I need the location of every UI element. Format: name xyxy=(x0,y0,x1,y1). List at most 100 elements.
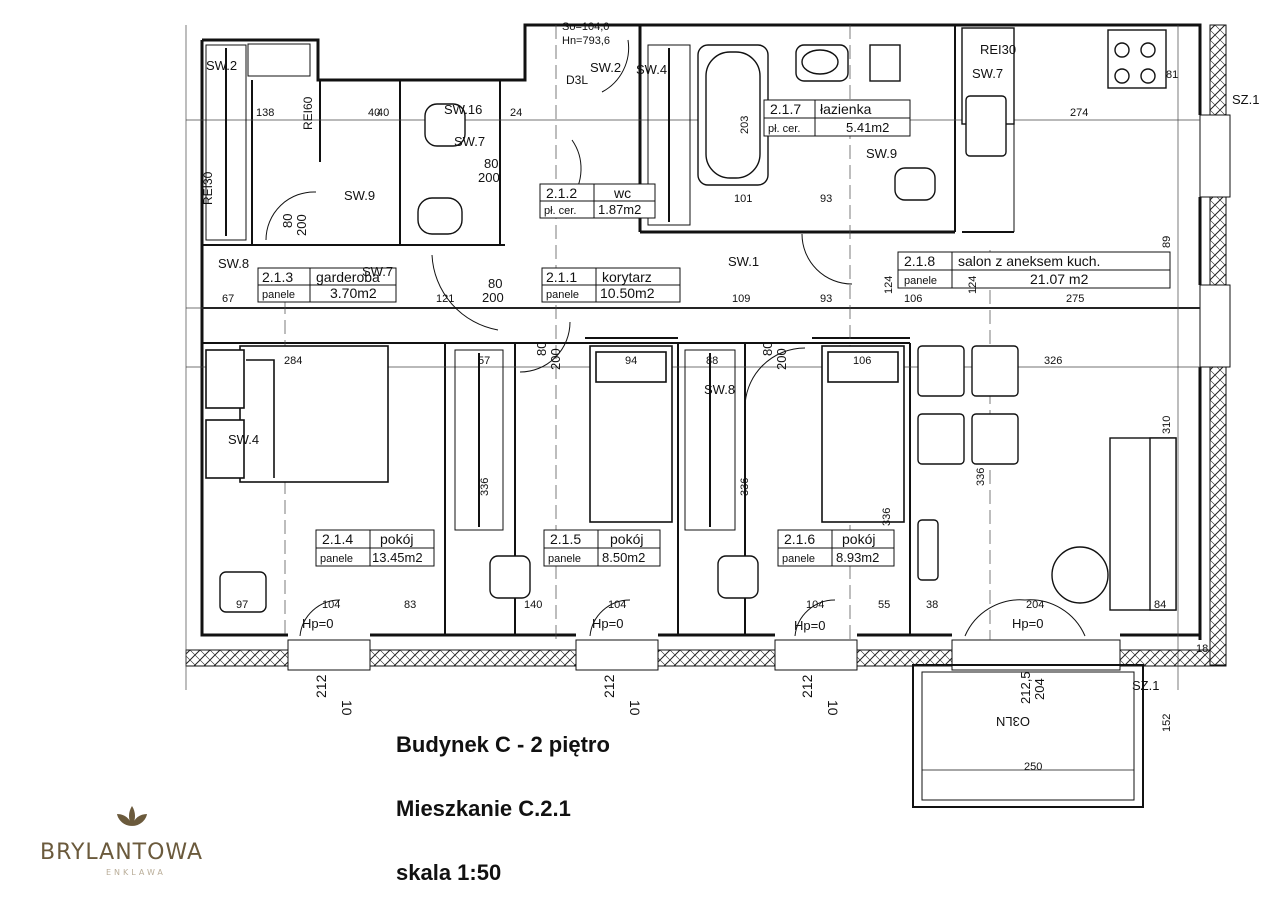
dimension: 250 xyxy=(1024,761,1042,773)
dimension: 93 xyxy=(820,293,832,305)
wall-tag: SW.9 xyxy=(866,146,897,161)
wall-tag: SW.16 xyxy=(444,102,482,117)
room-id: 2.1.6 xyxy=(784,531,815,547)
dimension: 124 xyxy=(883,276,895,294)
room-labels: 2.1.3 garderoba panele 3.70m2 2.1.1 kory… xyxy=(262,101,1100,565)
wall-tag: SW.4 xyxy=(228,432,259,447)
dimension: 310 xyxy=(1161,416,1173,434)
door-swings xyxy=(265,39,1086,637)
room-id: 2.1.1 xyxy=(546,269,577,285)
dimension: 101 xyxy=(734,193,752,205)
wardrobes xyxy=(205,43,736,531)
area-note: So=104,0 xyxy=(562,21,609,33)
room-name: wc xyxy=(613,185,631,201)
wall-tag: SW.8 xyxy=(704,382,735,397)
wall-tag: SW.7 xyxy=(454,134,485,149)
kitchen xyxy=(961,27,1167,233)
dimension: 80 xyxy=(484,156,498,171)
room-floor: panele xyxy=(548,553,581,565)
dimension: 212 xyxy=(601,674,617,698)
vertical-dimensions: 336 336 336 336 203 310 89 152 212,5 204… xyxy=(280,116,1173,732)
dimension: 88 xyxy=(706,355,718,367)
dimension: 106 xyxy=(853,355,871,367)
wall-tag: SW.2 xyxy=(206,58,237,73)
leaf-icon xyxy=(117,806,147,826)
dimension: 204 xyxy=(1032,678,1047,700)
room-2.1.5: 2.1.5 pokój panele 8.50m2 xyxy=(548,531,645,565)
dimension: 57 xyxy=(478,355,490,367)
dimension: 200 xyxy=(478,170,500,185)
room-name: salon z aneksem kuch. xyxy=(958,253,1100,269)
building-caption: Budynek C - 2 piętro xyxy=(396,732,610,757)
dimension: 200 xyxy=(482,290,504,305)
dimension: 84 xyxy=(1154,599,1166,611)
dimension: 275 xyxy=(1066,293,1084,305)
dimension: 152 xyxy=(1161,714,1173,732)
fire-tag: REI30 xyxy=(980,42,1016,57)
room-floor: panele xyxy=(262,289,295,301)
room-id: 2.1.7 xyxy=(770,101,801,117)
beds xyxy=(205,345,905,523)
room-name: pokój xyxy=(610,531,643,547)
dimension: 204 xyxy=(1026,599,1044,611)
door-tag: O3LN xyxy=(996,714,1030,729)
brand-subtitle: ENKLAWA xyxy=(106,868,166,877)
dimension: 104 xyxy=(322,599,340,611)
dimension: 140 xyxy=(524,599,542,611)
wall-tag: SZ.1 xyxy=(1132,678,1159,693)
room-area: 10.50m2 xyxy=(600,285,655,301)
dimension: 80 xyxy=(760,342,775,356)
dimension: 212,5 xyxy=(1018,671,1033,704)
room-name: pokój xyxy=(380,531,413,547)
dimension: 200 xyxy=(548,348,563,370)
room-area: 21.07 m2 xyxy=(1030,271,1089,287)
wall-tag: SW.4 xyxy=(636,62,667,77)
dimension: 10 xyxy=(627,700,643,716)
room-area: 13.45m2 xyxy=(372,550,423,565)
dimension: 93 xyxy=(820,193,832,205)
dimension: 40 xyxy=(377,107,389,119)
room-name: pokój xyxy=(842,531,875,547)
bathroom-fixtures xyxy=(417,44,936,235)
dimension: 284 xyxy=(284,355,302,367)
wall-tag: SW.8 xyxy=(218,256,249,271)
dimension: 97 xyxy=(236,599,248,611)
room-name: łazienka xyxy=(820,101,872,117)
room-2.1.1: 2.1.1 korytarz panele 10.50m2 xyxy=(546,269,655,301)
dimension: 83 xyxy=(404,599,416,611)
window-tag: Hp=0 xyxy=(1012,616,1043,631)
room-id: 2.1.4 xyxy=(322,531,353,547)
dimension: 200 xyxy=(294,214,309,236)
dimension: 67 xyxy=(222,293,234,305)
window-tag: Hp=0 xyxy=(302,616,333,631)
dimension: 89 xyxy=(1161,236,1173,248)
dimension: 336 xyxy=(479,478,491,496)
dimension-labels: 284 326 94 106 106 57 88 97 104 104 104 … xyxy=(222,69,1208,773)
room-floor: panele xyxy=(904,275,937,287)
room-id: 2.1.2 xyxy=(546,185,577,201)
dimension: 55 xyxy=(878,599,890,611)
wall-tags: SW.2 SW.2 SW.4 SW.4 SW.16 SW.7 SW.7 SW.7… xyxy=(201,21,1259,729)
dimension: 212 xyxy=(799,674,815,698)
dimension: 121 xyxy=(436,293,454,305)
dimension: 326 xyxy=(1044,355,1062,367)
dimension: 274 xyxy=(1070,107,1088,119)
brand-logo: BRYLANTOWA ENKLAWA xyxy=(30,800,240,890)
dimension: 81 xyxy=(1166,69,1178,81)
apartment-caption: Mieszkanie C.2.1 xyxy=(396,796,571,821)
brand-wordmark: BRYLANTOWA xyxy=(40,840,204,865)
dimension: 80 xyxy=(534,342,549,356)
room-id: 2.1.5 xyxy=(550,531,581,547)
dimension: 18 xyxy=(1196,643,1208,655)
dimension: 106 xyxy=(904,293,922,305)
room-2.1.6: 2.1.6 pokój panele 8.93m2 xyxy=(782,531,879,565)
dimension: 336 xyxy=(739,478,751,496)
window-tag: Hp=0 xyxy=(794,618,825,633)
dimension: 94 xyxy=(625,355,637,367)
dimension: 80 xyxy=(280,214,295,228)
dimension: 10 xyxy=(825,700,841,716)
dimension: 24 xyxy=(510,107,522,119)
fire-tag: REI60 xyxy=(301,96,315,130)
dimension: 200 xyxy=(774,348,789,370)
